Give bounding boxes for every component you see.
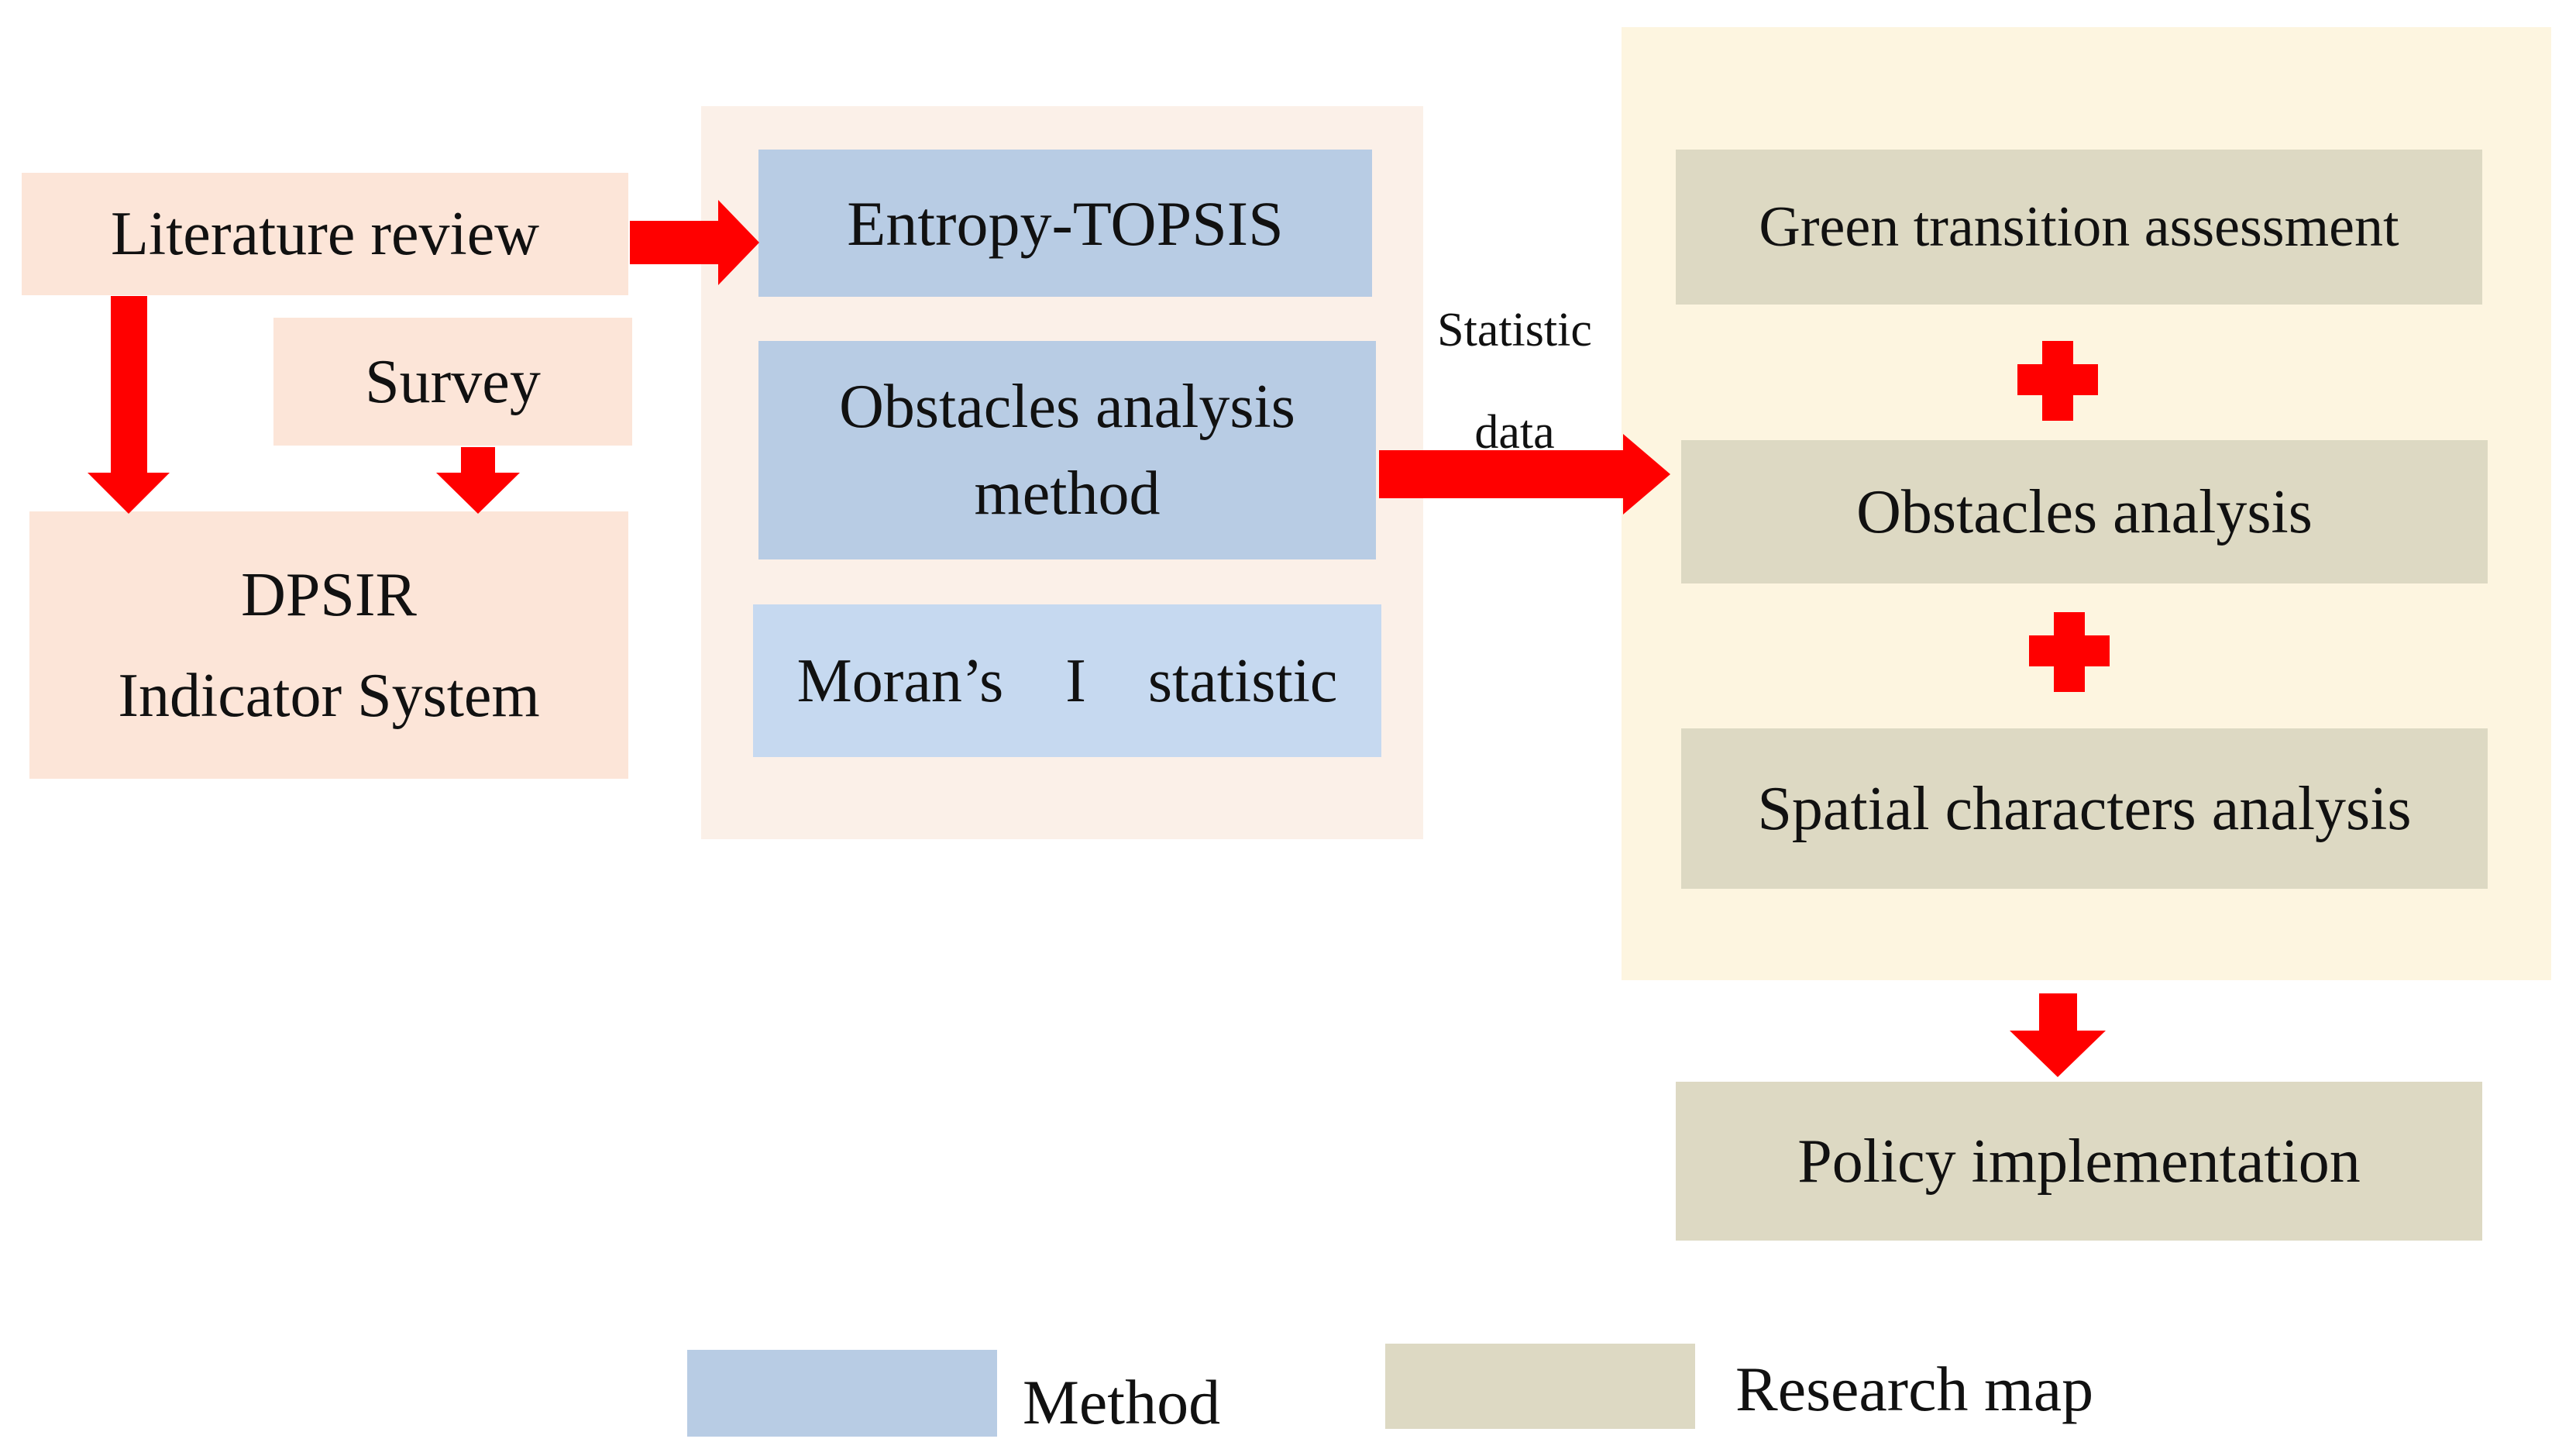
- plus-icon-2: [2029, 612, 2110, 692]
- legend-method-swatch: [687, 1350, 997, 1437]
- green-transition-box: Green transition assessment: [1676, 150, 2482, 305]
- policy-implementation-box: Policy implementation: [1676, 1082, 2482, 1241]
- literature-review-label: Literature review: [110, 200, 539, 268]
- arrow-right-literature-to-entropy: [630, 200, 759, 285]
- obstacles-analysis-label: Obstacles analysis: [1856, 477, 2313, 546]
- obstacles-method-line2: method: [974, 460, 1161, 528]
- arrow-down-literature-to-dpsir: [88, 296, 170, 514]
- obstacles-analysis-box: Obstacles analysis: [1681, 440, 2488, 583]
- obstacles-method-box: Obstacles analysis method: [758, 341, 1376, 559]
- legend-method-label: Method: [1023, 1367, 1221, 1437]
- survey-box: Survey: [273, 318, 632, 446]
- green-transition-label: Green transition assessment: [1759, 194, 2399, 259]
- morans-i-box: Moran’s I statistic: [753, 604, 1381, 757]
- legend-research-map-label: Research map: [1735, 1354, 2094, 1424]
- statistic-data-label: Statistic data: [1395, 279, 1635, 484]
- arrow-down-survey-to-dpsir: [436, 447, 520, 514]
- arrow-right-statistic-data: [1379, 434, 1670, 515]
- spatial-characters-label: Spatial characters analysis: [1757, 774, 2412, 843]
- obstacles-method-line1: Obstacles analysis: [839, 373, 1295, 441]
- indicator-system-label: Indicator System: [118, 661, 540, 730]
- entropy-topsis-label: Entropy-TOPSIS: [847, 188, 1284, 259]
- spatial-characters-box: Spatial characters analysis: [1681, 728, 2488, 889]
- statistic-label: Statistic: [1437, 304, 1592, 356]
- survey-label: Survey: [365, 347, 541, 416]
- entropy-topsis-box: Entropy-TOPSIS: [758, 150, 1372, 297]
- legend-research-map-swatch: [1385, 1344, 1695, 1429]
- plus-icon-1: [2017, 341, 2098, 421]
- morans-i-label: Moran’s I statistic: [796, 646, 1338, 715]
- data-label: data: [1474, 406, 1555, 459]
- arrow-down-to-policy: [2010, 993, 2106, 1077]
- literature-review-box: Literature review: [22, 173, 628, 295]
- policy-implementation-label: Policy implementation: [1797, 1127, 2361, 1196]
- dpsir-indicator-box: DPSIR Indicator System: [29, 511, 628, 779]
- dpsir-label: DPSIR: [241, 560, 417, 629]
